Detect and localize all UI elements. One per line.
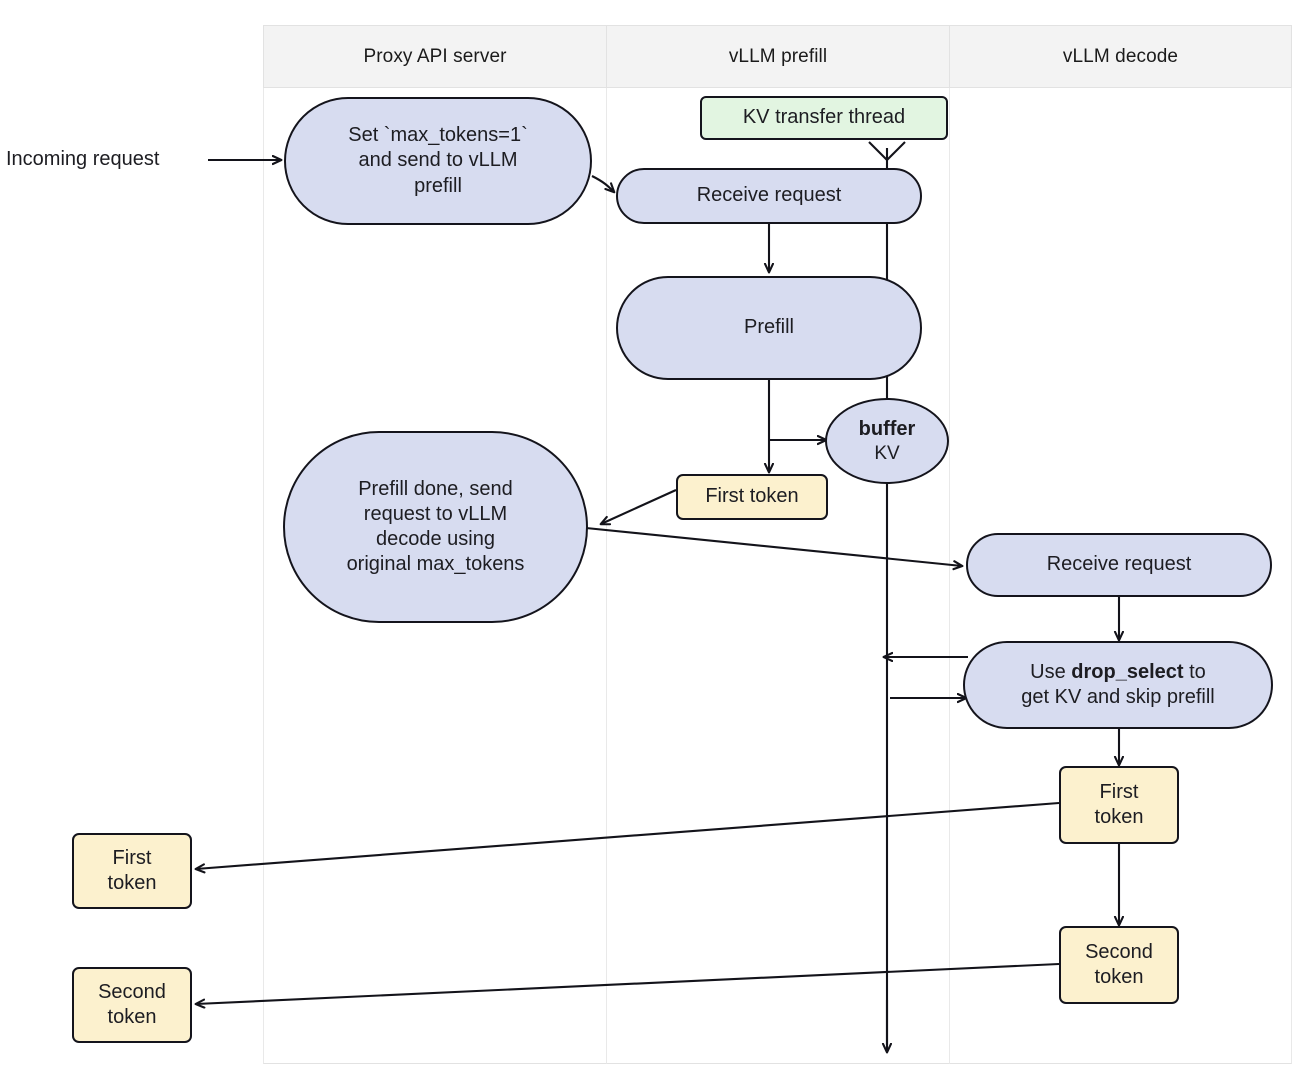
edge-proxy-to-prefill-receive	[591, 175, 614, 192]
node-set-max-tokens-line2: and send to vLLM	[358, 149, 518, 172]
node-prefill-done-line3: decode using	[376, 528, 495, 550]
lane-header-decode-label: vLLM decode	[1062, 45, 1179, 67]
output-first-token-line1: First	[112, 846, 152, 869]
node-drop-select-pre: Use	[1030, 660, 1072, 683]
node-set-max-tokens: Set `max_tokens=1` and send to vLLM pref…	[284, 97, 592, 225]
lane-header-prefill-label: vLLM prefill	[728, 45, 828, 67]
lane-header-proxy: Proxy API server	[263, 25, 607, 88]
edge-prefill-done-to-decode-receive	[585, 526, 962, 566]
output-second-token-box: Second token	[72, 967, 192, 1043]
node-prefill-label: Prefill	[743, 316, 794, 339]
kv-note-tail	[868, 141, 906, 162]
node-buffer-kv: buffer KV	[825, 398, 949, 484]
node-prefill-receive-request-label: Receive request	[696, 184, 842, 207]
node-prefill-done-line1: Prefill done, send	[358, 477, 513, 500]
node-kv-transfer-thread: KV transfer thread	[700, 96, 948, 140]
lane-body-decode	[949, 88, 1292, 1064]
node-decode-first-token-line2: token	[1094, 806, 1144, 828]
node-drop-select: Use drop_select to get KV and skip prefi…	[963, 641, 1273, 729]
node-prefill: Prefill	[616, 276, 922, 380]
node-drop-select-line1: Use drop_select to	[1030, 660, 1206, 685]
node-buffer-kv-line1: buffer	[858, 418, 916, 441]
node-decode-first-token-line1: First	[1099, 780, 1139, 803]
node-kv-transfer-thread-label: KV transfer thread	[742, 106, 906, 129]
edge-first-token-to-prefill-done	[601, 489, 677, 524]
node-prefill-done-line4: original max_tokens	[346, 553, 525, 576]
node-decode-receive-request-label: Receive request	[1046, 553, 1192, 576]
node-decode-second-token-line1: Second	[1085, 940, 1153, 963]
node-drop-select-line2: get KV and skip prefill	[1021, 686, 1215, 708]
node-buffer-kv-line2: KV	[874, 442, 900, 464]
node-prefill-done: Prefill done, send request to vLLM decod…	[283, 431, 588, 623]
node-drop-select-strong: drop_select	[1071, 660, 1184, 683]
node-prefill-receive-request: Receive request	[616, 168, 922, 224]
lane-header-decode: vLLM decode	[949, 25, 1292, 88]
output-second-token-line1: Second	[98, 980, 166, 1003]
incoming-request-label: Incoming request	[6, 148, 160, 171]
node-prefill-first-token: First token	[676, 474, 828, 520]
output-first-token-box: First token	[72, 833, 192, 909]
node-set-max-tokens-line1: Set `max_tokens=1`	[348, 124, 528, 147]
edge-decode-first-token-to-output	[196, 801, 1060, 869]
node-prefill-done-line2: request to vLLM	[363, 502, 508, 525]
output-first-token-line2: token	[107, 872, 157, 894]
node-prefill-first-token-label: First token	[705, 485, 799, 508]
node-decode-second-token: Second token	[1059, 926, 1179, 1004]
node-decode-receive-request: Receive request	[966, 533, 1272, 597]
node-set-max-tokens-line3: prefill	[414, 174, 462, 197]
edge-decode-second-token-to-output	[196, 962, 1060, 1004]
node-drop-select-post: to	[1183, 660, 1206, 683]
node-decode-second-token-line2: token	[1094, 966, 1144, 988]
lane-header-proxy-label: Proxy API server	[363, 45, 507, 67]
node-decode-first-token: First token	[1059, 766, 1179, 844]
output-second-token-line2: token	[107, 1006, 157, 1028]
